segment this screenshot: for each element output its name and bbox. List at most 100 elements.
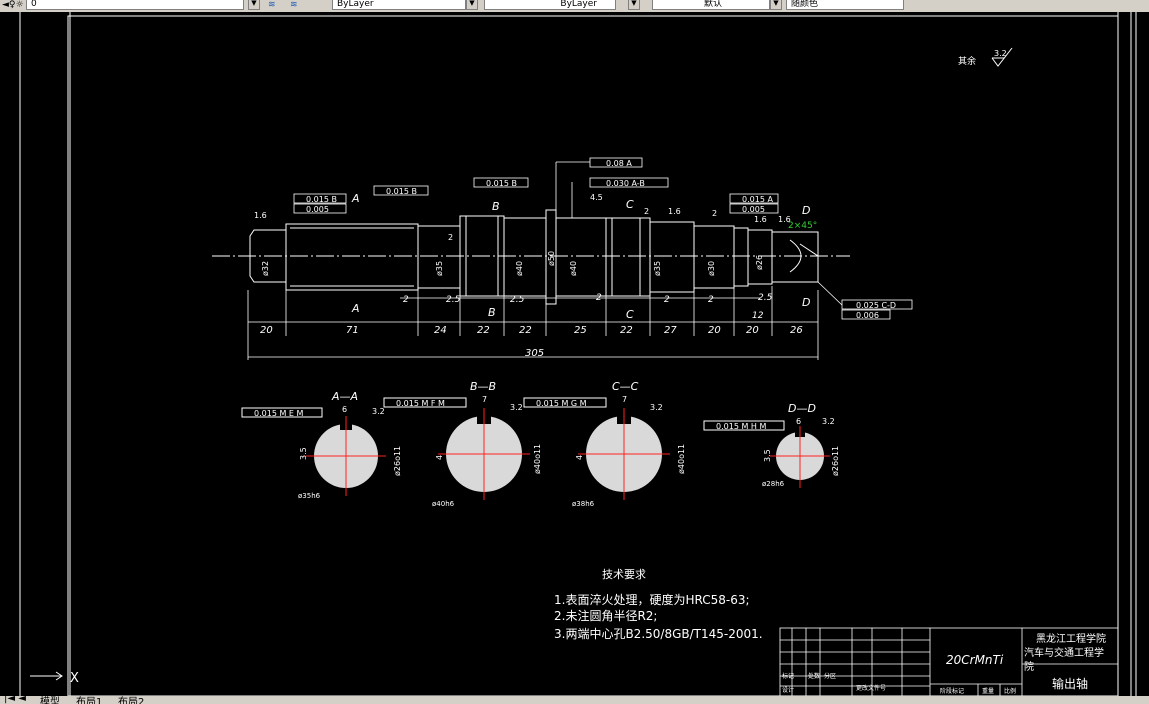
callout-4: 2 [644, 207, 649, 216]
section-a-finish: 3.2 [372, 407, 385, 416]
plotstyle-select[interactable]: 随颜色 [786, 0, 904, 10]
dim-seg-9: 20 [708, 325, 721, 336]
tab-model[interactable]: 模型 [40, 697, 60, 704]
tb-cell-9: 阶段标记 [940, 687, 964, 695]
dim-seg-3: 24 [434, 325, 447, 336]
lineweight-select[interactable]: 默认 [652, 0, 770, 10]
section-b-finish: 3.2 [510, 403, 523, 412]
tab-layout-1[interactable]: 布局1 [76, 697, 103, 704]
layer-select[interactable]: 0 [26, 0, 244, 10]
section-c-base: ø38h6 [572, 500, 595, 508]
tol-3: 0.015 B [386, 187, 417, 196]
section-view-b: 0.015 M F M B—B 7 3.2 ø40o11 4 ø40h6 [383, 380, 542, 508]
school-line-3: 院 [1024, 660, 1034, 673]
tolerance-values: 0.015 B 0.005 0.015 B 0.015 B 0.08 A 0.0… [306, 159, 896, 320]
color-select-value: ByLayer [337, 0, 374, 9]
tb-cell-10: 重量 [982, 687, 994, 695]
linetype-select[interactable]: ByLayer [484, 0, 616, 10]
section-mark-b-top: B [492, 200, 500, 213]
dim-seg-10: 20 [746, 325, 759, 336]
layout-tabs: |◄ ◄ 模型 布局1 布局2 [0, 696, 1149, 704]
school-line-2: 汽车与交通工程学 [1024, 646, 1104, 659]
school-line-1: 黑龙江工程学院 [1036, 632, 1106, 645]
general-finish-note: 其余 3.2 [958, 47, 1013, 67]
section-d-dia: ø26o11 [831, 446, 840, 476]
finish-note-value: 3.2 [994, 49, 1007, 58]
callout-8: 1.6 [778, 215, 791, 224]
section-c-dia: ø40o11 [677, 444, 686, 474]
tol-9: 0.025 C-D [856, 301, 896, 310]
tol-5: 0.08 A [606, 159, 632, 168]
dim-overall: 305 [525, 348, 544, 359]
dim-seg-5: 22 [519, 325, 532, 336]
callout-2: 2 [448, 233, 453, 242]
sub-dim-1: 2 [403, 295, 409, 305]
section-view-c: 0.015 M G M C—C 7 3.2 ø40o11 4 ø38h6 [523, 380, 686, 508]
section-c-key: 7 [622, 395, 627, 404]
section-mark-c-bottom: C [626, 308, 634, 321]
section-d-frame: 0.015 M H M [716, 422, 766, 431]
sub-dim-3: 2.5 [510, 295, 525, 305]
tab-nav-icon[interactable]: |◄ ◄ [4, 696, 26, 704]
tech-item-2: 2.未注圆角半径R2; [554, 608, 657, 623]
color-dropdown-arrow[interactable]: ▼ [466, 0, 478, 10]
callout-1: 1.6 [254, 211, 267, 220]
dimension-layer [247, 286, 819, 360]
tech-item-3: 3.两端中心孔B2.50/8GB/T145-2001. [554, 626, 763, 641]
linetype-dropdown-arrow[interactable]: ▼ [628, 0, 640, 10]
ucs-x-label: X [70, 671, 79, 686]
section-c-frame: 0.015 M G M [536, 399, 587, 408]
tb-cell-3: 分区 [824, 672, 836, 680]
finish-note-label: 其余 [958, 55, 976, 67]
layer-select-value: 0 [31, 0, 37, 9]
dia-label-6: ø35 [653, 261, 662, 276]
dim-seg-1: 20 [260, 325, 273, 336]
part-name: 输出轴 [1052, 676, 1088, 691]
tol-4: 0.015 B [486, 179, 517, 188]
tolerance-frames [293, 157, 913, 320]
section-view-d: 0.015 M H M D—D 6 3.2 ø26o11 3.5 ø28h6 [703, 402, 840, 488]
dim-seg-4: 22 [477, 325, 490, 336]
layer-previous-icon[interactable]: ≋ [290, 0, 298, 10]
section-b-key: 7 [482, 395, 487, 404]
layer-dropdown-arrow[interactable]: ▼ [248, 0, 260, 10]
plotstyle-select-value: 随颜色 [791, 0, 819, 9]
tol-1: 0.015 B [306, 195, 337, 204]
callout-3: 4.5 [590, 193, 603, 202]
section-b-title: B—B [470, 380, 496, 393]
section-mark-d-bottom: D [802, 296, 810, 309]
dia-label-3: ø40 [515, 261, 524, 276]
properties-toolbar: ◄♀☼ 0 ▼ ≋ ≋ ByLayer ▼ ByLayer ▼ 默认 ▼ 随颜色 [0, 0, 1149, 13]
section-a-title: A—A [331, 390, 358, 403]
tol-6: 0.030 A-B [606, 179, 645, 188]
section-c-title: C—C [612, 380, 639, 393]
tol-7: 0.015 A [742, 195, 773, 204]
make-current-layer-icon[interactable]: ≋ [268, 0, 276, 10]
color-select[interactable]: ByLayer [332, 0, 466, 10]
sub-dim-6: 2 [708, 295, 714, 305]
section-mark-b-bottom: B [488, 306, 496, 319]
dia-label-1: ø32 [261, 261, 270, 276]
section-a-base: ø35h6 [298, 492, 321, 500]
ucs-icon: X [30, 671, 79, 686]
dim-seg-2: 71 [346, 325, 359, 336]
dim-seg-6: 25 [574, 325, 587, 336]
sub-dim-8: 12 [752, 311, 764, 321]
tech-title: 技术要求 [602, 568, 646, 581]
dia-label-8: ø26 [755, 255, 764, 270]
material-label: 20CrMnTi [946, 653, 1004, 667]
section-d-key: 6 [796, 417, 801, 426]
drawing-canvas[interactable]: 其余 3.2 [0, 12, 1149, 697]
dim-seg-11: 26 [790, 325, 803, 336]
section-b-base: ø40h6 [432, 500, 455, 508]
lineweight-dropdown-arrow[interactable]: ▼ [770, 0, 782, 10]
tb-cell-2: 处数 [808, 672, 820, 680]
section-c-depth: 4 [575, 455, 584, 460]
callout-7: 1.6 [754, 215, 767, 224]
tech-item-1: 1.表面淬火处理，硬度为HRC58-63; [554, 592, 750, 607]
dim-seg-7: 22 [620, 325, 633, 336]
section-markers: A A B B C C D D [351, 192, 810, 321]
layer-state-icon[interactable]: ◄♀☼ [2, 0, 24, 10]
section-a-dia: ø26o11 [393, 446, 402, 476]
tab-layout-2[interactable]: 布局2 [118, 697, 145, 704]
